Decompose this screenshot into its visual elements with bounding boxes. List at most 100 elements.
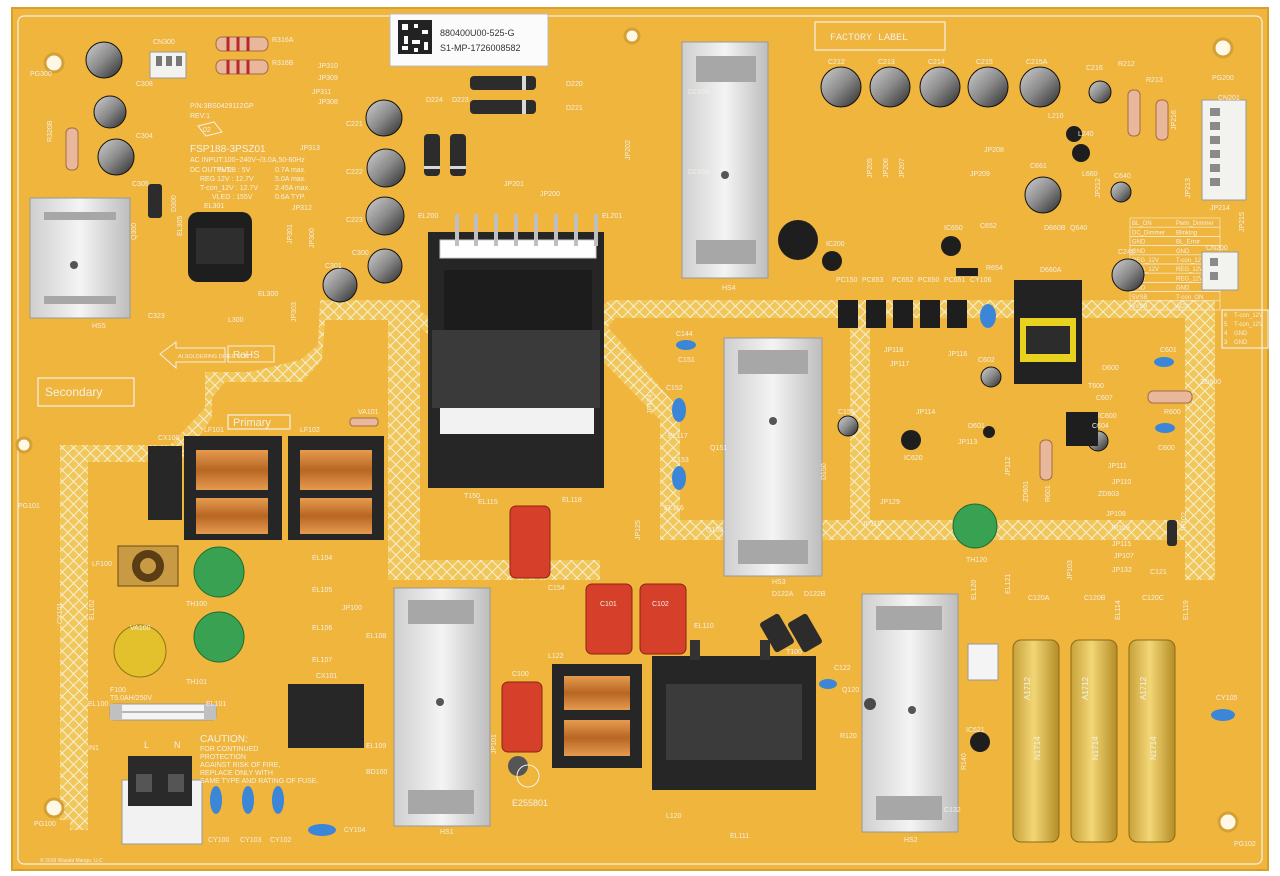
ref-c153: C153 <box>672 457 689 464</box>
ref-el201: EL201 <box>602 213 622 220</box>
ref-pg102: PG102 <box>1234 841 1256 848</box>
ref-c300: C300 <box>352 250 369 257</box>
ref-jp102: JP102 <box>1181 512 1188 532</box>
ref-jp129: JP129 <box>880 499 900 506</box>
ref-jp303: JP303 <box>291 302 298 322</box>
bulk-cap-marking-1: N1714 <box>1033 736 1042 760</box>
ref-pc150: PC150 <box>836 277 858 284</box>
pin-table-cell: GND <box>1132 240 1146 246</box>
secondary-label: Secondary <box>45 385 102 399</box>
ref-c215a: C215A <box>1026 59 1048 66</box>
ref-l240: L240 <box>1078 131 1094 138</box>
sticker-line-2: S1-MP-1726008582 <box>440 43 521 53</box>
ref-r212: R212 <box>1118 61 1135 68</box>
ref-jp312: JP312 <box>292 205 312 212</box>
ref-th101: TH101 <box>186 679 207 686</box>
ref-lf101: LF101 <box>204 427 224 434</box>
ref-el114: EL114 <box>1115 600 1122 620</box>
pin-table-cell: 5VSB <box>1132 295 1147 301</box>
caution-line-3: AGAINST RISK OF FIRE, <box>200 762 280 769</box>
ref-el301: EL301 <box>204 203 224 210</box>
ref-c102: C102 <box>652 601 669 608</box>
caution-line-5: SAME TYPE AND RATING OF FUSE. <box>200 778 318 785</box>
ref-d223: D223 <box>452 97 469 104</box>
ref-c305: C305 <box>132 181 149 188</box>
ref-pg300: PG300 <box>30 71 52 78</box>
ref-el108: EL108 <box>366 633 386 640</box>
ref-c214: C214 <box>928 59 945 66</box>
ref-jp132: JP132 <box>1112 567 1132 574</box>
ref-t150: T150 <box>464 493 480 500</box>
ref-r654: R654 <box>986 265 1003 272</box>
ref-el109: EL109 <box>366 743 386 750</box>
factory-label: FACTORY LABEL <box>830 33 908 44</box>
ref-c221: C221 <box>346 121 363 128</box>
ref-d660a: D660A <box>1040 267 1062 274</box>
ref-jp202: JP202 <box>625 140 632 160</box>
part-number: P/N:3BS0429112GP <box>190 103 254 110</box>
pin-table-2-cell: T-con_12V <box>1234 313 1263 319</box>
input-line-label: L <box>144 740 149 750</box>
ref-jp107: JP107 <box>1114 553 1134 560</box>
ref-lf102: LF102 <box>300 427 320 434</box>
ref-c213: C213 <box>878 59 895 66</box>
ref-jp109: JP109 <box>1110 525 1130 532</box>
ref-cx101: CX101 <box>316 673 338 680</box>
ref-jp114: JP114 <box>916 409 935 416</box>
fuse-f100 <box>109 703 217 721</box>
ref-c155: C155 <box>838 409 855 416</box>
ref-c601: C601 <box>1160 347 1177 354</box>
factory-label-box: FACTORY LABEL <box>830 33 908 44</box>
primary-label: Primary <box>233 417 271 429</box>
ref-l210: L210 <box>1048 113 1064 120</box>
ref-jp100: JP100 <box>342 605 362 612</box>
pin-table-cell: ACD <box>1176 304 1189 310</box>
ref-c602: C602 <box>978 357 995 364</box>
ref-zd601: ZD601 <box>1023 481 1030 502</box>
ref-jp215: JP215 <box>1239 212 1246 232</box>
ref-c152: C152 <box>666 385 683 392</box>
pin-table-cell: T-con_12V <box>1176 258 1205 264</box>
ref-jp300: JP300 <box>309 228 316 248</box>
ref-l300: L300 <box>228 317 244 324</box>
toroid-inductor <box>117 545 179 587</box>
ref-jp124: JP124 <box>647 394 654 414</box>
caution-title: CAUTION: <box>200 734 248 745</box>
ref-c101: C101 <box>600 601 617 608</box>
pin-table-2-cell: 6 <box>1224 313 1228 319</box>
pfc-inductor <box>652 640 816 790</box>
pin-table-2-cell: T-con_12V <box>1234 322 1263 328</box>
output-reg12-current: 5.0A max. <box>275 176 306 183</box>
ref-pc653: PC653 <box>862 277 884 284</box>
ref-pc650: PC650 <box>918 277 940 284</box>
ref-hs1: HS1 <box>440 829 454 836</box>
input-neutral-label: N <box>174 740 181 750</box>
reference-designators: CN300PG300PG200PG101PG100PG102R316AR316B… <box>18 37 1256 848</box>
common-mode-choke <box>184 436 642 768</box>
ref-d122b: D122B <box>804 591 826 598</box>
ref-ic621: IC621 <box>966 727 985 734</box>
pin-table-cell: GND <box>1176 249 1190 255</box>
dc-output-label: DC OUTPUT: <box>190 167 232 174</box>
ref-el305: EL305 <box>177 216 184 236</box>
ref-c304: C304 <box>136 133 153 140</box>
ref-pg101: PG101 <box>18 503 40 510</box>
ref-r316a: R316A <box>272 37 294 44</box>
ref-cy102: CY102 <box>270 837 292 844</box>
pin-table-2-cell: GND <box>1234 331 1248 337</box>
sticker-line-1: 880400U00-525-G <box>440 28 515 38</box>
ref-jp313: JP313 <box>300 145 320 152</box>
ref-jp125: JP125 <box>635 520 642 540</box>
ul-mark: E255801 <box>512 764 548 808</box>
ref-el100: EL100 <box>88 701 108 708</box>
ref-lf100: LF100 <box>92 561 112 568</box>
pin-table-cell: REG_12V <box>1132 258 1159 264</box>
ref-hs2: HS2 <box>904 837 918 844</box>
ref-ic600: IC600 <box>1098 413 1117 420</box>
ref-t100: T100 <box>786 649 802 656</box>
ref-c604: C604 <box>1092 423 1109 430</box>
pin-table-cell: REG_12V <box>1176 267 1203 273</box>
ref-pg100: PG100 <box>34 821 56 828</box>
x-capacitor <box>148 446 364 748</box>
revision: REV:1 <box>190 113 210 120</box>
